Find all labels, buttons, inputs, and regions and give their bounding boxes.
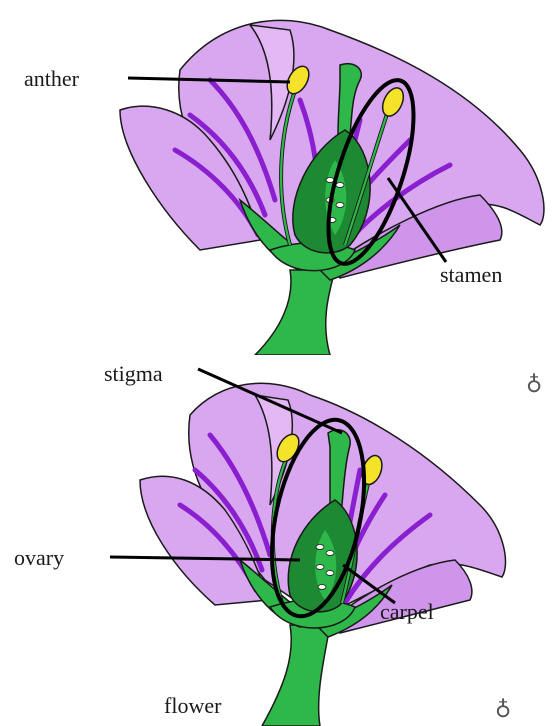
loop-mark-icon: ♁ <box>526 373 542 398</box>
label-stamen: stamen <box>440 262 502 288</box>
flower-stem <box>262 625 330 726</box>
label-ovary: ovary <box>14 545 64 571</box>
flower-diagram-carpel: stigma ovary carpel flower ♁ ♁ <box>0 355 555 726</box>
flower-diagram-stamen: anther stamen <box>0 0 555 355</box>
flower-illustration <box>0 355 555 726</box>
loop-mark-icon: ♁ <box>495 698 511 723</box>
label-stigma: stigma <box>104 361 163 387</box>
flower-stem <box>255 270 335 355</box>
label-flower: flower <box>164 693 221 719</box>
label-anther: anther <box>24 66 79 92</box>
label-carpel: carpel <box>380 599 434 625</box>
flower-illustration <box>0 0 555 355</box>
